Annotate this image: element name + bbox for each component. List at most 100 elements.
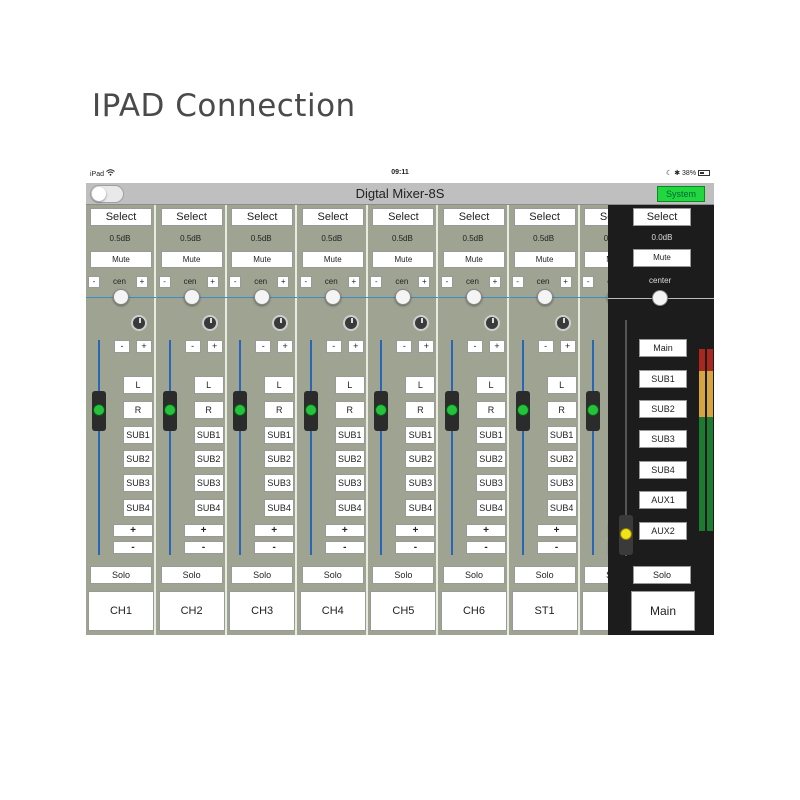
route-sub3-button[interactable]: SUB3: [546, 474, 577, 492]
route-l-button[interactable]: L: [193, 376, 224, 394]
level-plus-button[interactable]: +: [113, 524, 153, 537]
bus-sub1-button[interactable]: SUB1: [639, 370, 687, 388]
gain-knob[interactable]: [342, 315, 359, 331]
level-minus-button[interactable]: -: [466, 541, 506, 554]
pan-left-button[interactable]: -: [229, 276, 242, 288]
route-sub4-button[interactable]: SUB4: [546, 499, 577, 517]
master-fader-handle[interactable]: [619, 515, 633, 555]
select-button[interactable]: Select: [231, 208, 294, 226]
route-sub4-button[interactable]: SUB4: [264, 499, 295, 517]
route-sub1-button[interactable]: SUB1: [546, 426, 577, 444]
bus-sub3-button[interactable]: SUB3: [639, 430, 687, 448]
master-name-button[interactable]: Main: [631, 591, 695, 631]
gain-plus-button[interactable]: +: [277, 340, 294, 353]
solo-button[interactable]: Solo: [301, 566, 364, 584]
level-plus-button[interactable]: +: [183, 524, 224, 537]
pan-left-button[interactable]: -: [370, 276, 383, 288]
route-r-button[interactable]: R: [123, 401, 153, 419]
route-sub3-button[interactable]: SUB3: [193, 474, 224, 492]
mute-button[interactable]: Mute: [513, 251, 576, 268]
solo-button[interactable]: Solo: [513, 566, 576, 584]
route-sub1-button[interactable]: SUB1: [476, 426, 506, 444]
route-sub1-button[interactable]: SUB1: [264, 426, 295, 444]
route-l-button[interactable]: L: [334, 376, 365, 394]
pan-left-button[interactable]: -: [582, 276, 595, 288]
mute-button[interactable]: Mute: [301, 251, 364, 268]
system-button[interactable]: System: [657, 186, 705, 202]
route-l-button[interactable]: L: [264, 376, 295, 394]
route-l-button[interactable]: L: [476, 376, 506, 394]
solo-button[interactable]: Solo: [372, 566, 435, 584]
fader-handle[interactable]: [92, 391, 106, 431]
channel-name-button[interactable]: CH5: [370, 591, 437, 631]
mute-button[interactable]: Mute: [160, 251, 223, 268]
route-sub2-button[interactable]: SUB2: [123, 450, 153, 468]
fader-handle[interactable]: [515, 391, 530, 431]
route-r-button[interactable]: R: [193, 401, 224, 419]
route-l-button[interactable]: L: [123, 376, 153, 394]
mute-button[interactable]: Mute: [443, 251, 505, 268]
route-sub2-button[interactable]: SUB2: [193, 450, 224, 468]
channel-name-button[interactable]: CH6: [441, 591, 507, 631]
fader-handle[interactable]: [303, 391, 318, 431]
pan-left-button[interactable]: -: [299, 276, 312, 288]
route-r-button[interactable]: R: [264, 401, 295, 419]
master-pan-knob[interactable]: [652, 290, 668, 306]
solo-button[interactable]: Solo: [443, 566, 505, 584]
level-plus-button[interactable]: +: [254, 524, 295, 537]
pan-right-button[interactable]: +: [136, 276, 148, 288]
select-button[interactable]: Select: [443, 208, 505, 226]
solo-button[interactable]: Solo: [90, 566, 152, 584]
pan-knob[interactable]: [183, 289, 200, 305]
level-plus-button[interactable]: +: [395, 524, 436, 537]
route-sub4-button[interactable]: SUB4: [405, 499, 436, 517]
route-sub1-button[interactable]: SUB1: [405, 426, 436, 444]
route-sub3-button[interactable]: SUB3: [123, 474, 153, 492]
route-sub4-button[interactable]: SUB4: [334, 499, 365, 517]
gain-minus-button[interactable]: -: [255, 340, 272, 353]
gain-plus-button[interactable]: +: [559, 340, 576, 353]
channel-name-button[interactable]: CH4: [299, 591, 366, 631]
gain-plus-button[interactable]: +: [418, 340, 435, 353]
select-button[interactable]: Select: [160, 208, 223, 226]
master-select-button[interactable]: Select: [633, 208, 691, 226]
channel-name-button[interactable]: CH3: [229, 591, 296, 631]
mute-button[interactable]: Mute: [372, 251, 435, 268]
route-r-button[interactable]: R: [405, 401, 436, 419]
master-mute-button[interactable]: Mute: [633, 249, 691, 267]
mute-button[interactable]: Mute: [90, 251, 152, 268]
route-sub3-button[interactable]: SUB3: [334, 474, 365, 492]
power-toggle[interactable]: [90, 185, 124, 203]
channel-name-button[interactable]: CH1: [88, 591, 154, 631]
gain-knob[interactable]: [131, 315, 147, 331]
level-minus-button[interactable]: -: [113, 541, 153, 554]
gain-knob[interactable]: [201, 315, 218, 331]
route-sub1-button[interactable]: SUB1: [334, 426, 365, 444]
select-button[interactable]: Select: [90, 208, 152, 226]
route-sub3-button[interactable]: SUB3: [476, 474, 506, 492]
pan-right-button[interactable]: +: [347, 276, 360, 288]
route-sub4-button[interactable]: SUB4: [123, 499, 153, 517]
route-l-button[interactable]: L: [405, 376, 436, 394]
gain-plus-button[interactable]: +: [206, 340, 223, 353]
level-plus-button[interactable]: +: [536, 524, 577, 537]
select-button[interactable]: Select: [513, 208, 576, 226]
pan-knob[interactable]: [466, 289, 482, 305]
pan-left-button[interactable]: -: [441, 276, 453, 288]
pan-knob[interactable]: [254, 289, 271, 305]
gain-knob[interactable]: [484, 315, 500, 331]
level-minus-button[interactable]: -: [183, 541, 224, 554]
solo-button[interactable]: Solo: [160, 566, 223, 584]
gain-minus-button[interactable]: -: [184, 340, 201, 353]
route-sub3-button[interactable]: SUB3: [264, 474, 295, 492]
gain-plus-button[interactable]: +: [489, 340, 505, 353]
pan-left-button[interactable]: -: [158, 276, 171, 288]
route-r-button[interactable]: R: [334, 401, 365, 419]
route-sub2-button[interactable]: SUB2: [334, 450, 365, 468]
fader-handle[interactable]: [233, 391, 248, 431]
bus-aux2-button[interactable]: AUX2: [639, 522, 687, 540]
channel-name-button[interactable]: CH2: [158, 591, 225, 631]
gain-minus-button[interactable]: -: [396, 340, 413, 353]
pan-knob[interactable]: [536, 289, 553, 305]
route-r-button[interactable]: R: [476, 401, 506, 419]
